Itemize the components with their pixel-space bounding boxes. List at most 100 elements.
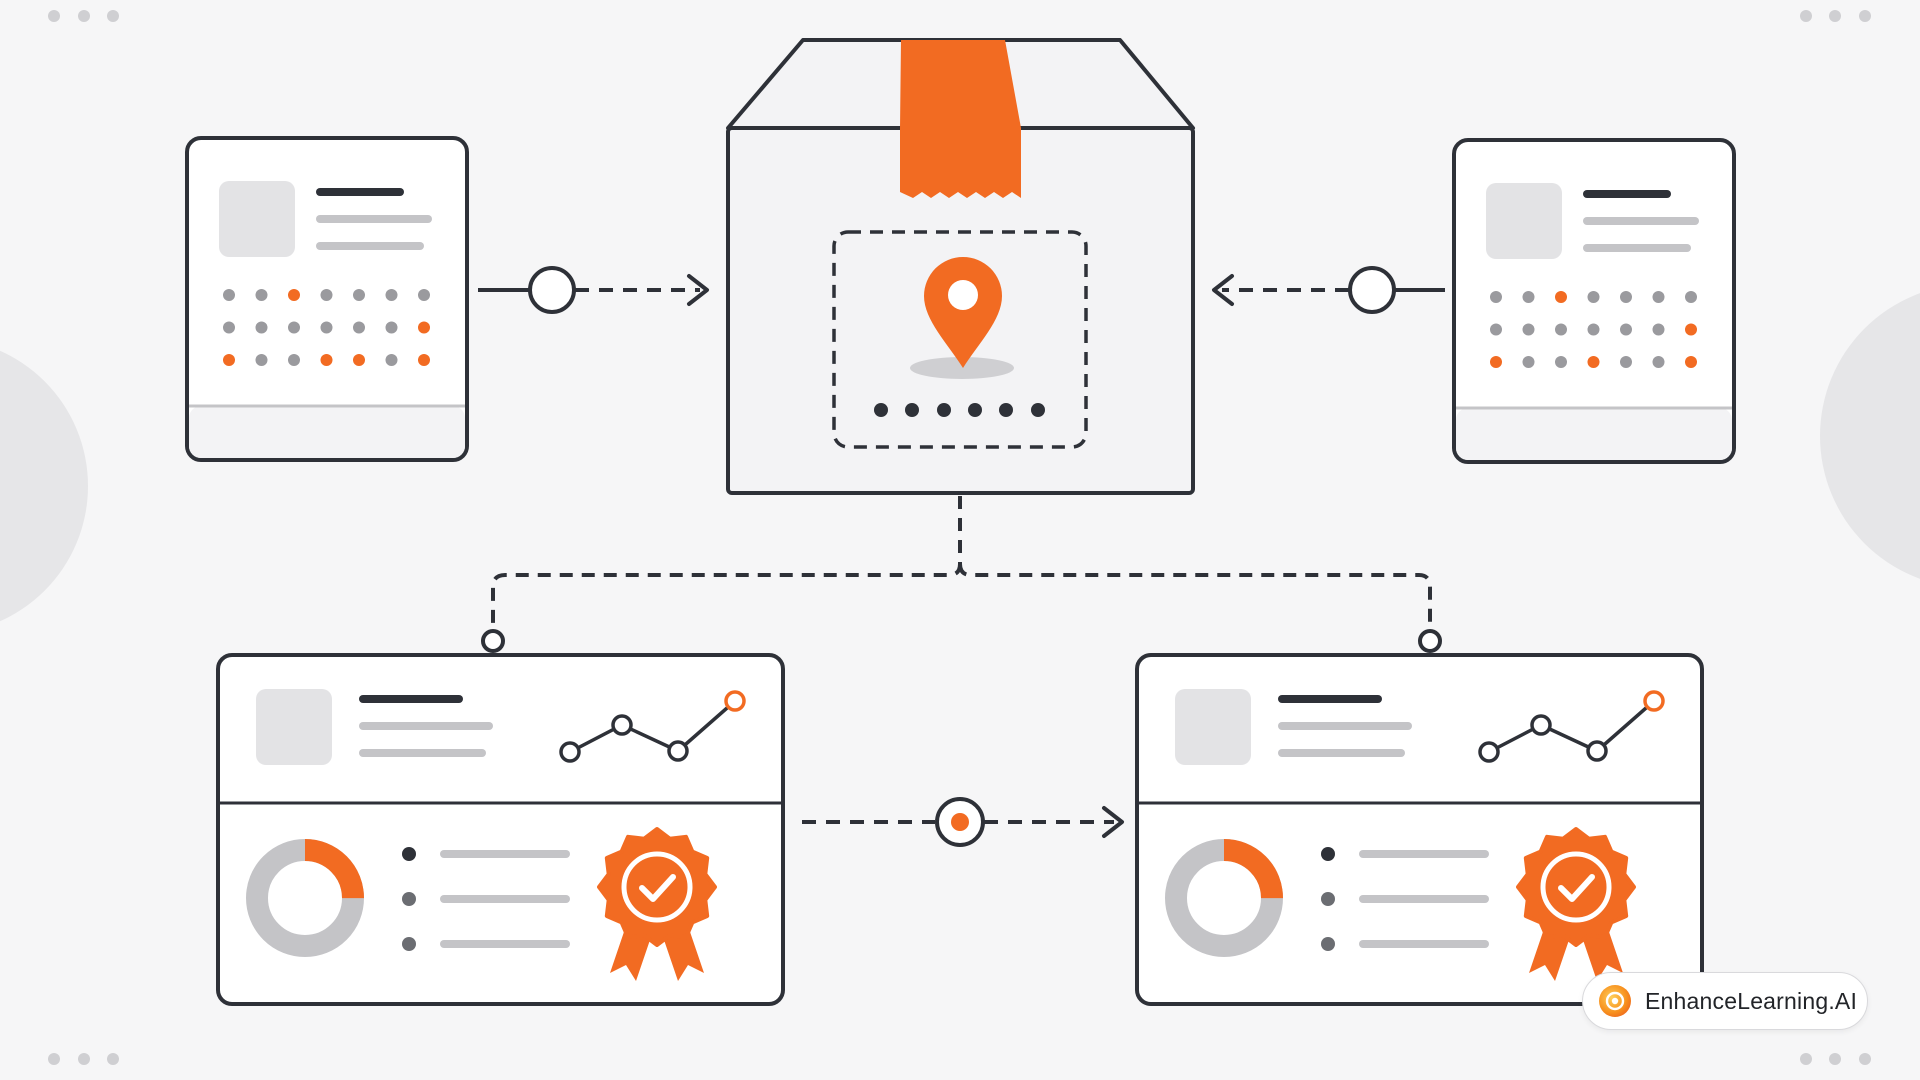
grid-dot (385, 321, 398, 334)
badge-seal (597, 827, 717, 947)
grid-dot (1555, 291, 1567, 303)
list-line (1359, 895, 1489, 903)
grid-dot (1652, 356, 1665, 368)
grid-dot (255, 321, 268, 334)
decor-circle-left (0, 350, 88, 622)
badge-seal (1516, 827, 1636, 947)
list-bullet (402, 937, 416, 951)
label-area (832, 230, 1088, 449)
grid-dot (353, 354, 365, 366)
corner-dots-top-left (48, 10, 119, 22)
trend-point (1586, 740, 1608, 762)
subtitle-line (1278, 722, 1412, 730)
check-icon (1558, 874, 1595, 902)
connector-node (1418, 629, 1442, 653)
list-line (440, 940, 570, 948)
certified-badge-icon (597, 827, 717, 981)
title-line (1583, 190, 1671, 198)
list-item (402, 937, 570, 951)
list-item (402, 847, 570, 861)
trend-point (667, 740, 689, 762)
thumbnail-placeholder (256, 689, 332, 765)
list-item (1321, 937, 1489, 951)
grid-dot (1620, 323, 1632, 336)
central-package (726, 38, 1195, 495)
donut-segment (1165, 839, 1283, 957)
grid-dot (1490, 356, 1502, 368)
trend-point (1530, 714, 1552, 736)
grid-dot (1652, 323, 1665, 336)
grid-dot (288, 354, 300, 366)
grid-dot (1652, 291, 1665, 303)
thumbnail-placeholder (1175, 689, 1251, 765)
badge-ring (1540, 851, 1612, 923)
grid-dot (288, 289, 300, 301)
list-bullet (1321, 892, 1335, 906)
badge-ring (621, 851, 693, 923)
list-bullet (1321, 847, 1335, 861)
grid-dot (288, 321, 300, 334)
grid-dot (1522, 356, 1535, 368)
connector-report-to-report (802, 797, 1124, 847)
card-footer (189, 406, 465, 458)
grid-dot (353, 289, 365, 301)
source-card-right (1452, 138, 1736, 464)
grid-dot (418, 354, 430, 366)
grid-dot (255, 354, 268, 366)
list-bullet (1321, 937, 1335, 951)
grid-dot (1620, 356, 1632, 368)
grid-dot (255, 289, 268, 301)
trend-line (1488, 699, 1656, 754)
brand-badge: EnhanceLearning.AI (1582, 972, 1868, 1030)
subtitle-line (316, 215, 432, 223)
trend-line (569, 699, 737, 754)
certified-badge-icon (1516, 827, 1636, 981)
corner-dots-bottom-left (48, 1053, 119, 1065)
source-card-left (185, 136, 469, 462)
report-card-right (1135, 653, 1704, 1006)
subtitle-line (1583, 217, 1699, 225)
trend-point (611, 714, 633, 736)
thumbnail-placeholder (1486, 183, 1562, 259)
donut-chart-icon (246, 839, 364, 957)
pin-shadow (910, 357, 1014, 379)
arrow-right-icon (1102, 806, 1124, 838)
grid-dot (1587, 291, 1600, 303)
grid-dot (320, 321, 333, 334)
background-decor (0, 10, 1920, 1065)
grid-dot (1685, 291, 1697, 303)
grid-dot (1490, 291, 1502, 303)
subtitle-line (359, 749, 486, 757)
arrow-right-icon (687, 274, 709, 306)
grid-dot (1685, 356, 1697, 368)
connector-node (481, 629, 505, 653)
target-logo-icon (1599, 985, 1631, 1017)
list-bullet (402, 847, 416, 861)
trend-chart-icon (559, 690, 746, 763)
dot-grid (1490, 291, 1697, 368)
grid-dot (1555, 356, 1567, 368)
grid-dot (1522, 323, 1535, 336)
grid-dot (385, 289, 398, 301)
grid-dot (223, 354, 235, 366)
grid-dot (1620, 291, 1632, 303)
grid-dot (223, 289, 235, 301)
arrow-left-icon (1212, 274, 1234, 306)
location-pin-icon (924, 257, 1002, 368)
grid-dot (418, 289, 430, 301)
connector-node (1348, 266, 1396, 314)
title-line (316, 188, 404, 196)
grid-dot (320, 289, 333, 301)
list-line (440, 850, 570, 858)
pin-hole (948, 280, 978, 310)
card-footer (1456, 408, 1732, 460)
grid-dot (385, 354, 398, 366)
connector-left-to-package (478, 266, 709, 314)
grid-dot (1490, 323, 1502, 336)
report-card-left (216, 653, 785, 1006)
dot-grid (223, 289, 430, 366)
title-line (1278, 695, 1382, 703)
connector-package-to-reports (491, 496, 1432, 630)
tape-icon (900, 40, 1021, 198)
